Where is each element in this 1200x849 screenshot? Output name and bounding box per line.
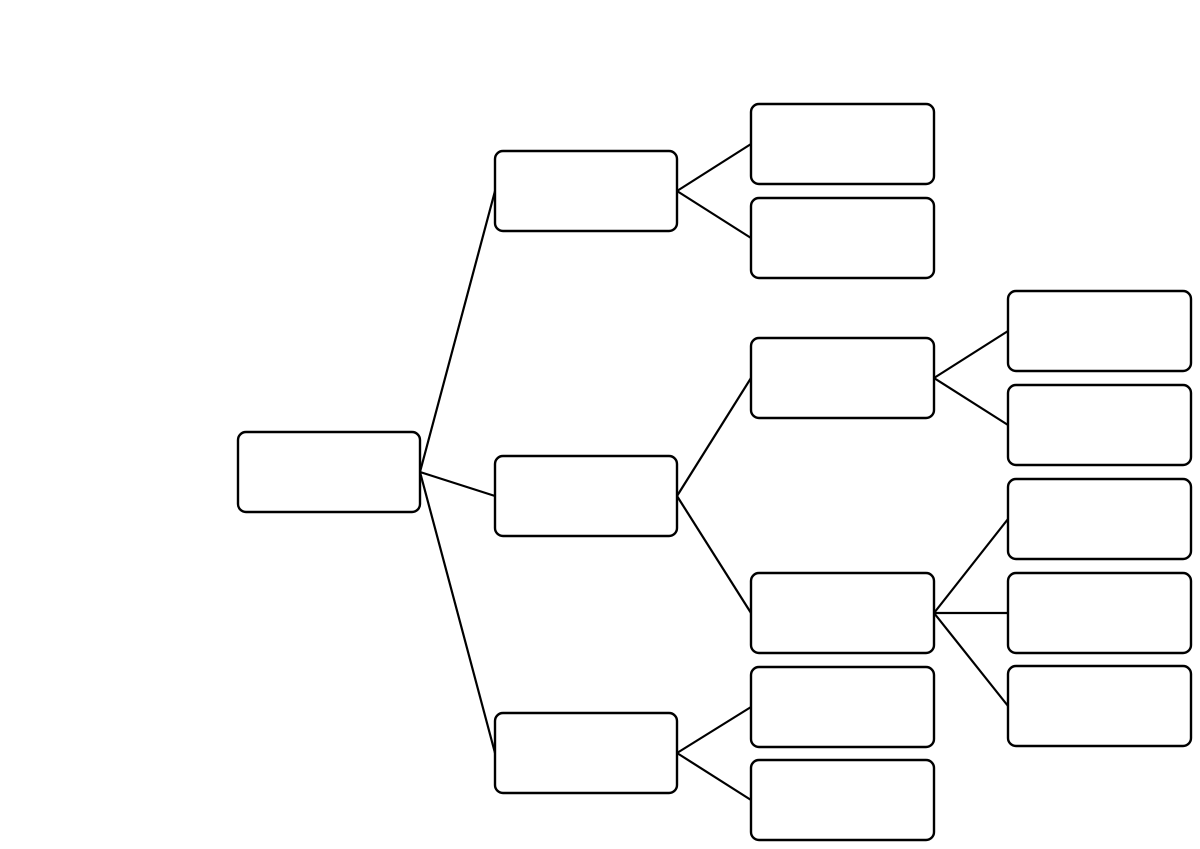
connector-n2a-n2a2 <box>933 377 1009 426</box>
nodes <box>236 102 1193 842</box>
tree-node-n3b <box>749 758 936 842</box>
node-box <box>749 665 936 749</box>
connector-n1-n1a <box>676 143 752 192</box>
connector-root-n2 <box>419 470 496 498</box>
node-box <box>493 454 679 538</box>
connector-n3-n3b <box>676 752 752 801</box>
node-box <box>1006 289 1193 373</box>
tree-node-n2 <box>493 454 679 538</box>
tree-node-n2b1 <box>1006 477 1193 561</box>
tree-node-n1a <box>749 102 936 186</box>
connector-root-n3 <box>418 471 497 754</box>
tree-node-n3 <box>493 711 679 795</box>
connector-n2a-n2a1 <box>933 330 1009 379</box>
tree-node-n1 <box>493 149 679 233</box>
tree-node-n2b <box>749 571 936 655</box>
node-box <box>236 430 422 514</box>
connectors <box>418 143 1009 801</box>
node-box <box>1006 383 1193 467</box>
connector-n2-n2b <box>676 495 752 614</box>
node-box <box>749 336 936 420</box>
tree-node-root <box>236 430 422 514</box>
connector-n1-n1b <box>676 190 752 239</box>
node-box <box>749 571 936 655</box>
node-box <box>749 196 936 280</box>
connector-n2b-n2b3 <box>933 612 1009 707</box>
connector-n2b-n2b1 <box>933 518 1009 614</box>
tree-node-n2b3 <box>1006 664 1193 748</box>
node-box <box>1006 664 1193 748</box>
connector-n2-n2a <box>676 377 752 497</box>
connector-root-n1 <box>418 190 497 473</box>
node-box <box>749 758 936 842</box>
tree-node-n2a1 <box>1006 289 1193 373</box>
node-box <box>749 102 936 186</box>
node-box <box>1006 571 1193 655</box>
node-box <box>1006 477 1193 561</box>
tree-node-n2a2 <box>1006 383 1193 467</box>
tree-node-n2b2 <box>1006 571 1193 655</box>
tree-node-n1b <box>749 196 936 280</box>
node-box <box>493 149 679 233</box>
node-box <box>493 711 679 795</box>
tree-node-n2a <box>749 336 936 420</box>
connector-n3-n3a <box>676 706 752 754</box>
tree-node-n3a <box>749 665 936 749</box>
